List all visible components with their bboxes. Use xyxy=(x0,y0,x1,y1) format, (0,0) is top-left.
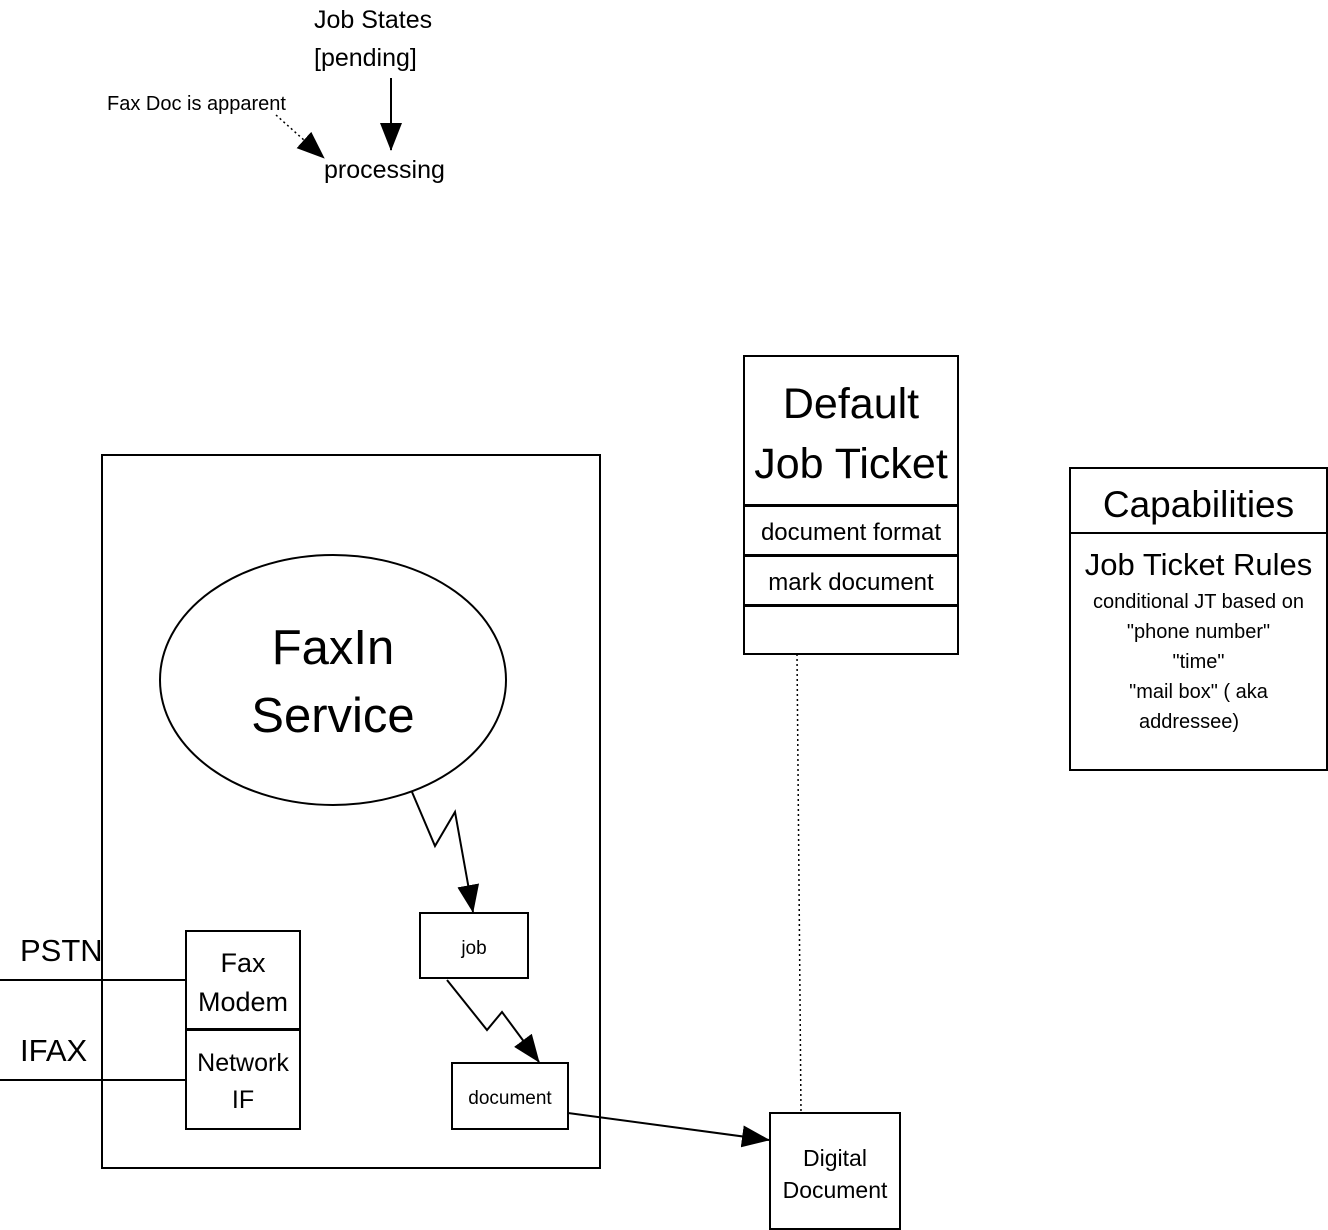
digital-document-box: Digital Document xyxy=(769,1112,901,1230)
default-ticket-row-mark-document: mark document xyxy=(768,569,934,596)
job-to-document-arrow xyxy=(446,979,540,1063)
job-states-title: Job States xyxy=(314,6,433,34)
default-ticket-divider-2 xyxy=(745,554,957,557)
capabilities-divider xyxy=(1071,532,1326,534)
ifax-label: IFAX xyxy=(20,1033,88,1068)
job-label: job xyxy=(461,938,487,959)
fax-doc-arrow xyxy=(275,114,325,159)
fax-modem-box: Fax Modem xyxy=(185,930,301,1031)
job-state-pending: [pending] xyxy=(314,44,417,72)
digital-document-label-line2: Document xyxy=(782,1177,888,1203)
rule-line-2: "phone number" xyxy=(1126,621,1271,643)
fax-modem-label-line2: Modem xyxy=(197,987,289,1017)
default-ticket-divider-1 xyxy=(745,504,957,507)
service-container xyxy=(101,454,601,1169)
default-ticket-row-document-format: document format xyxy=(760,519,942,546)
faxin-service-label-line1: FaxIn xyxy=(271,621,395,675)
job-state-processing: processing xyxy=(324,156,445,184)
ticket-to-digital-link xyxy=(796,653,802,1114)
document-to-digital-arrow xyxy=(567,1112,770,1148)
job-box: job xyxy=(419,912,529,979)
fax-doc-note: Fax Doc is apparent xyxy=(107,93,286,115)
default-job-ticket: Default Job Ticket document format mark … xyxy=(743,355,959,655)
network-if-label-line1: Network xyxy=(197,1049,289,1077)
pstn-label: PSTN xyxy=(20,933,103,968)
default-ticket-title-line1: Default xyxy=(782,380,920,428)
fax-modem-label-line1: Fax xyxy=(220,948,266,978)
capabilities-box: Capabilities Job Ticket Rules conditiona… xyxy=(1069,467,1328,771)
job-ticket-rules-heading: Job Ticket Rules xyxy=(1084,547,1313,582)
network-if-box: Network IF xyxy=(185,1029,301,1130)
rule-line-5: addressee) xyxy=(1138,711,1240,733)
faxin-service-ellipse xyxy=(159,554,507,806)
rule-line-4: "mail box" ( aka xyxy=(1129,681,1268,703)
capabilities-title: Capabilities xyxy=(1102,484,1295,525)
document-box: document xyxy=(451,1062,569,1130)
network-if-label-line2: IF xyxy=(231,1086,255,1114)
default-ticket-divider-3 xyxy=(745,604,957,607)
service-to-job-arrow xyxy=(411,791,480,913)
rule-line-1: conditional JT based on xyxy=(1093,591,1304,613)
document-label: document xyxy=(468,1088,552,1109)
default-ticket-title-line2: Job Ticket xyxy=(754,440,948,488)
digital-document-label-line1: Digital xyxy=(803,1145,867,1171)
rule-line-3: "time" xyxy=(1172,651,1225,673)
faxin-service-label-line2: Service xyxy=(251,689,415,743)
